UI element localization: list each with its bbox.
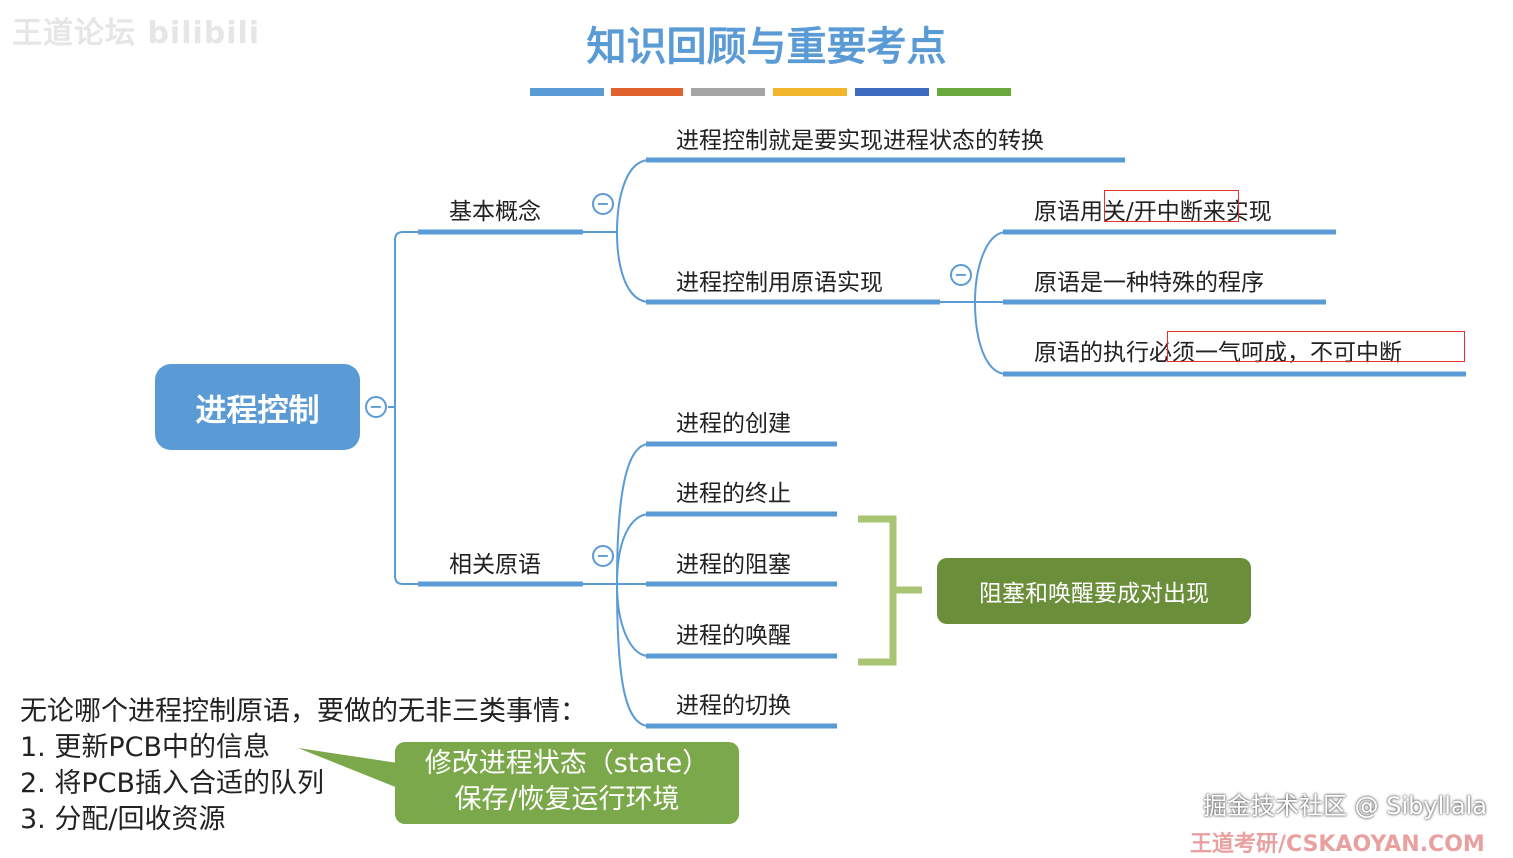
notes-intro: 无论哪个进程控制原语，要做的无非三类事情：: [20, 696, 587, 727]
connector-root-related: [388, 406, 418, 585]
collapse-root-button[interactable]: −: [365, 396, 387, 418]
node-related-primitives[interactable]: 相关原语: [449, 552, 541, 578]
state-callout-line: 修改进程状态（state）: [424, 748, 710, 779]
node-primitive-item-0[interactable]: 原语用关/开中断来实现: [1034, 199, 1272, 225]
connector-root-basic: [388, 231, 418, 408]
callout-pointer: [298, 748, 398, 788]
node-primitive-item-1[interactable]: 原语是一种特殊的程序: [1034, 270, 1264, 296]
highlight-box: [1167, 331, 1465, 362]
collapse-primitive-button[interactable]: −: [950, 264, 972, 286]
node-related-item-0[interactable]: 进程的创建: [676, 411, 791, 437]
watermark-bottom: 王道考研/CSKAOYAN.COM: [1190, 832, 1485, 857]
state-callout: 修改进程状态（state） 保存/恢复运行环境: [395, 742, 739, 824]
node-basic-concept[interactable]: 基本概念: [449, 199, 541, 225]
page-title: 知识回顾与重要考点: [586, 23, 947, 70]
connector-primitive-children: [940, 231, 1006, 375]
title-bar-segment: [530, 88, 604, 96]
title-bar-segment: [855, 88, 929, 96]
connector-basic-children: [583, 159, 649, 303]
bracket: [858, 515, 922, 666]
collapse-basic-concept-button[interactable]: −: [592, 193, 614, 215]
node-related-item-1[interactable]: 进程的终止: [676, 481, 791, 507]
node-related-item-2[interactable]: 进程的阻塞: [676, 552, 791, 578]
title-bar-segment: [611, 88, 683, 96]
highlight-box: [1104, 190, 1239, 222]
notes-block: 无论哪个进程控制原语，要做的无非三类事情： 1. 更新PCB中的信息 2. 将P…: [20, 694, 587, 838]
notes-item: 1. 更新PCB中的信息: [20, 732, 271, 763]
collapse-related-button[interactable]: −: [592, 545, 614, 567]
node-related-item-3[interactable]: 进程的唤醒: [676, 623, 791, 649]
title-bar-segment: [937, 88, 1011, 96]
state-callout-line: 保存/恢复运行环境: [454, 784, 680, 815]
node-related-item-4[interactable]: 进程的切换: [676, 693, 791, 719]
watermark-bottom-right: 掘金技术社区 @ Sibyllala: [1203, 792, 1488, 820]
node-basic-item-0[interactable]: 进程控制就是要实现进程状态的转换: [676, 128, 1044, 154]
pairing-callout: 阻塞和唤醒要成对出现: [937, 558, 1251, 624]
watermark-top-left: 王道论坛 bilibili: [12, 16, 261, 51]
notes-item: 3. 分配/回收资源: [20, 804, 226, 835]
notes-item: 2. 将PCB插入合适的队列: [20, 768, 325, 799]
title-bar-segment: [773, 88, 847, 96]
root-node[interactable]: 进程控制: [155, 364, 360, 450]
connector-related-children: [583, 443, 649, 727]
title-bar-segment: [691, 88, 765, 96]
node-basic-item-1[interactable]: 进程控制用原语实现: [676, 270, 883, 296]
